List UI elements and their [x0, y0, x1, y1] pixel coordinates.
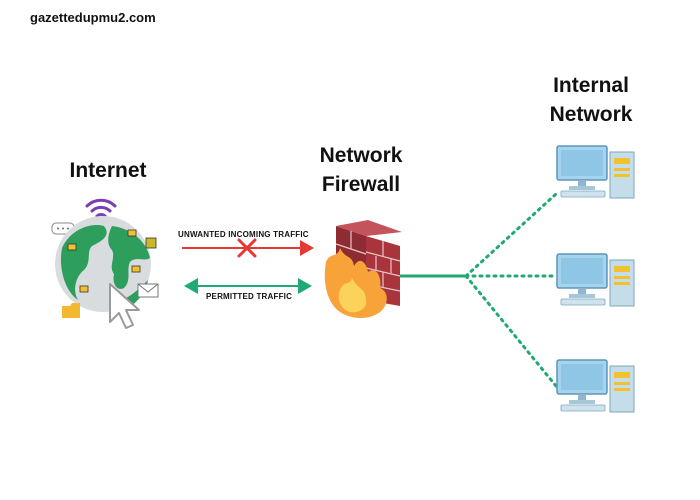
unwanted-traffic-label: UNWANTED INCOMING TRAFFIC — [178, 230, 309, 239]
x-icon — [237, 238, 257, 258]
internal-network-title: Internal Network — [549, 74, 633, 126]
brick-wall-fire-icon — [324, 220, 402, 318]
permitted-traffic-label: PERMITTED TRAFFIC — [206, 292, 293, 301]
network-branch-lines — [464, 192, 558, 388]
internet-title: Internet — [69, 159, 147, 182]
desktop-computer-icon — [556, 359, 635, 413]
cursor-arrow-icon — [109, 283, 140, 329]
watermark-text: gazettedupmu2.com — [30, 10, 156, 25]
desktop-computer-icon — [556, 253, 635, 307]
desktop-computer-icon — [556, 145, 635, 199]
firewall-title: Network Firewall — [319, 144, 403, 196]
folder-icon — [62, 303, 80, 318]
globe-icon — [55, 216, 151, 312]
chip-icon — [145, 237, 157, 249]
envelope-icon — [137, 283, 159, 298]
